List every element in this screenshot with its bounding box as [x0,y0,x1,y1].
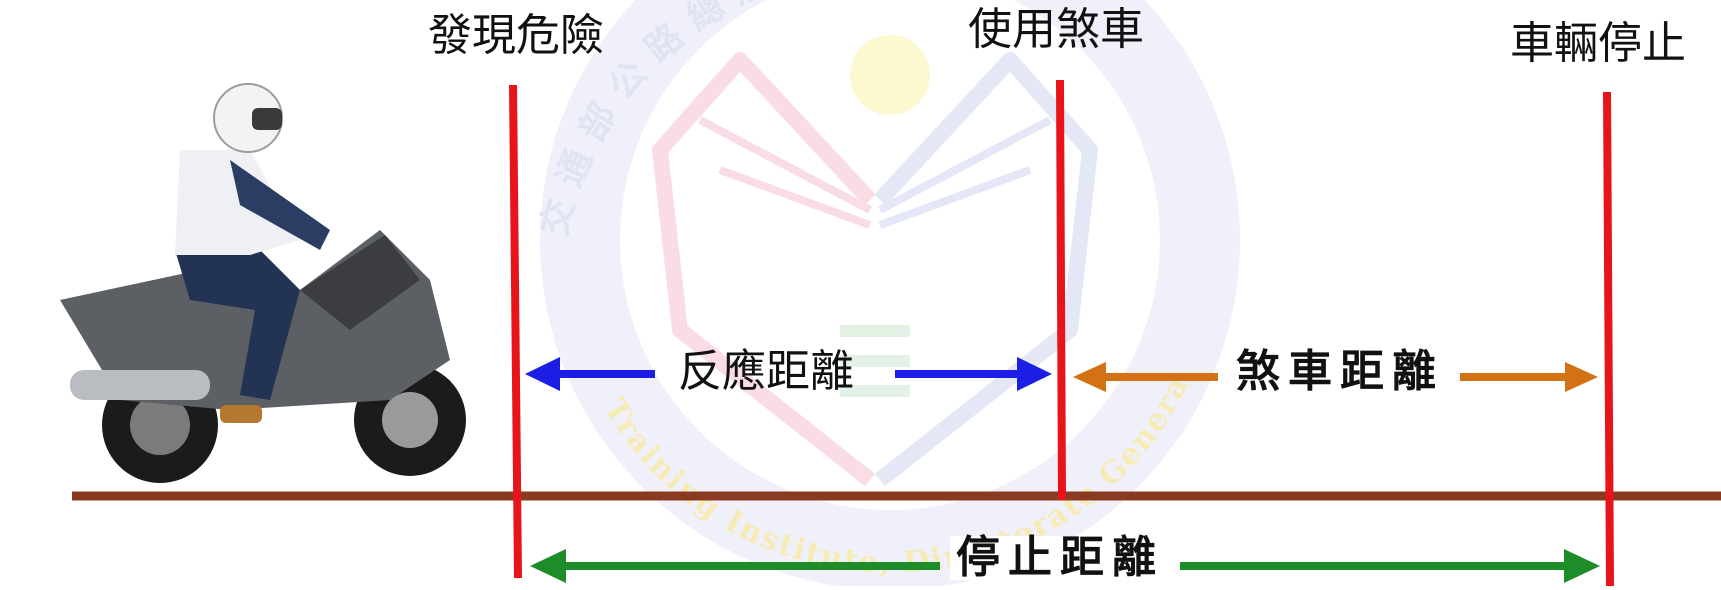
braking-distance-arrow [1073,362,1598,392]
reaction-distance-arrow [525,357,1052,391]
stopping-distance-arrow [530,549,1600,583]
arrow-right-icon [1564,549,1600,583]
reaction-distance-label: 反應距離 [678,346,854,397]
sun-icon [850,35,930,115]
open-book-icon [652,52,1098,487]
braking-distance-label: 煞車距離 [1236,346,1444,397]
danger-found-line [509,84,522,579]
motorcycle-rider-icon [60,83,466,483]
brake-applied-label: 使用煞車 [968,4,1144,55]
arrow-left-icon [1073,362,1106,392]
pillar-icon [840,325,910,397]
brake-applied-line [1056,79,1066,501]
danger-found-label: 發現危險 [428,10,604,61]
vehicle-stopped-line [1603,91,1614,587]
vehicle-stopped-label: 車輛停止 [1510,18,1686,69]
arrow-left-icon [525,357,560,391]
arrow-left-icon [530,549,566,583]
arrow-right-icon [1017,357,1052,391]
stopping-distance-label: 停止距離 [950,536,1170,580]
arrow-right-icon [1565,362,1598,392]
